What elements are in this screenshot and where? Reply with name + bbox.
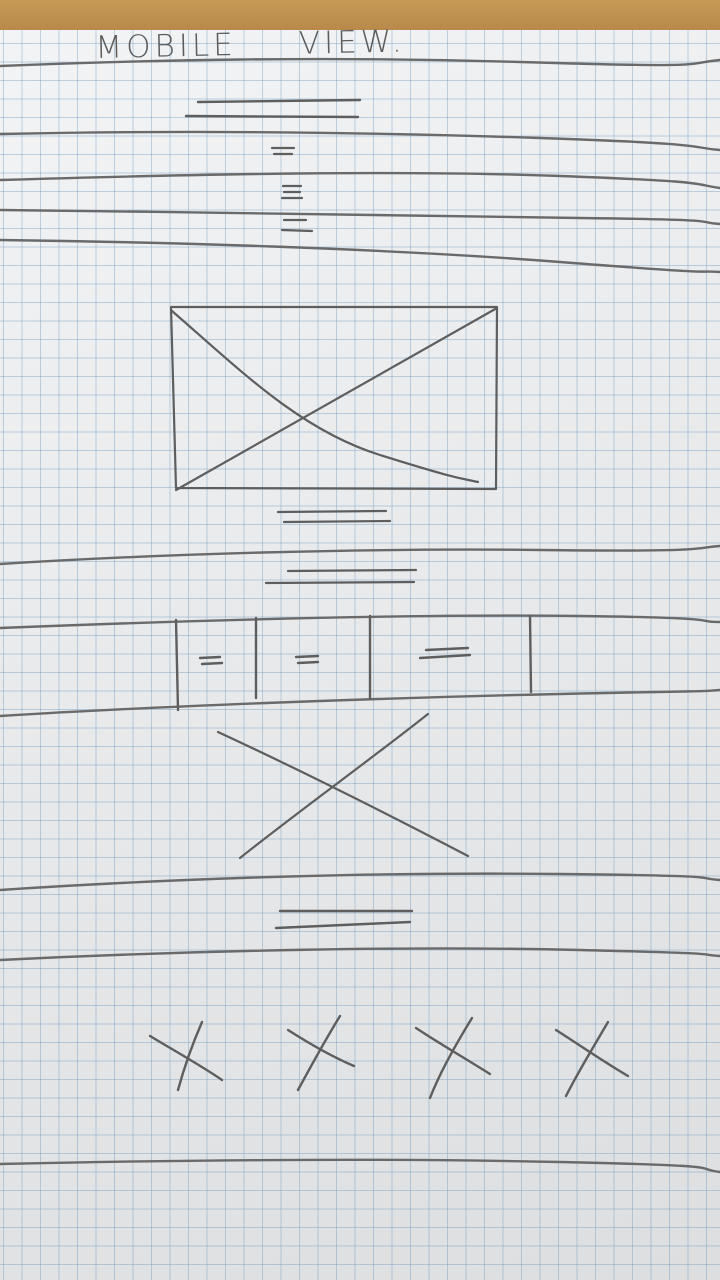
footer-icon-cross-1	[148, 1020, 224, 1092]
divider-line	[0, 171, 720, 190]
divider-line	[0, 872, 720, 892]
column-text-mark	[418, 653, 472, 660]
divider-line	[0, 1158, 720, 1174]
column-text-mark	[296, 660, 320, 665]
divider-line	[0, 688, 720, 718]
column-divider	[528, 614, 533, 694]
divider-line	[0, 614, 720, 630]
footer-icons-row	[148, 1014, 630, 1100]
column-text-mark	[424, 646, 470, 652]
footer-icon-cross-3	[414, 1016, 492, 1100]
desk-surface	[0, 0, 720, 30]
column-text-mark	[294, 654, 320, 659]
column-text-mark	[198, 655, 222, 660]
column-text-mark	[200, 661, 224, 666]
feature-image-cross-icon	[216, 712, 470, 860]
column-divider	[174, 618, 180, 712]
hero-image-cross	[170, 309, 480, 484]
divider-line	[0, 130, 720, 152]
subheading-placeholder	[264, 568, 418, 585]
divider-line	[0, 57, 720, 68]
footer-heading-placeholder	[274, 909, 414, 930]
divider-line	[0, 544, 720, 566]
footer-icon-cross-2	[286, 1014, 356, 1092]
hero-image-frame	[169, 305, 499, 491]
divider-line	[0, 238, 720, 274]
section-heading-placeholder	[276, 509, 392, 524]
hero-image-cross	[174, 306, 499, 492]
nav-menu-placeholder	[270, 146, 314, 233]
divider-line	[0, 947, 720, 962]
footer-icon-cross-4	[554, 1020, 630, 1098]
columns-row-placeholder	[174, 614, 533, 712]
hero-image-placeholder	[169, 305, 499, 492]
header-text-placeholder	[184, 98, 362, 119]
divider-line	[0, 208, 720, 226]
section-dividers	[0, 57, 720, 1174]
